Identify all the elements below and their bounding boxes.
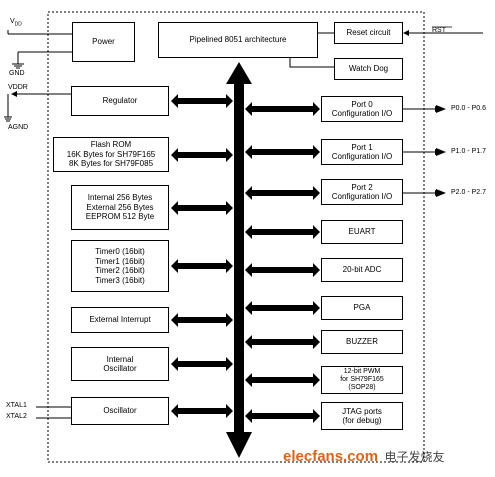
right-bus-arrow xyxy=(245,335,320,349)
chip-boundary xyxy=(47,11,425,463)
watermark-site: elecfans.com xyxy=(283,448,379,465)
right-bus-arrow xyxy=(245,373,320,387)
p2-label: P2.0 - P2.7 xyxy=(451,189,487,196)
p0-label: P0.0 - P0.6 xyxy=(451,105,487,112)
right-bus-arrow xyxy=(245,409,320,423)
oscillator-block: Oscillator xyxy=(71,397,169,425)
left-bus-arrow xyxy=(171,313,233,327)
main-bus-arrow xyxy=(226,62,252,458)
left-bus-arrow xyxy=(171,148,233,162)
vddr-label: VDDR xyxy=(8,84,28,91)
ram-block: Internal 256 Bytes External 256 Bytes EE… xyxy=(71,185,169,230)
left-bus-arrows xyxy=(171,94,233,418)
watermark-cn: 电子发烧友 xyxy=(384,450,445,464)
right-bus-arrow xyxy=(245,145,320,159)
jtag-block: JTAG ports (for debug) xyxy=(321,402,403,430)
right-bus-arrow xyxy=(245,263,320,277)
pga-block: PGA xyxy=(321,296,403,320)
port2-block: Port 2 Configuration I/O xyxy=(321,179,403,205)
left-bus-arrow xyxy=(171,94,233,108)
pwm-block: 12-bit PWM for SH79F165 (SOP28) xyxy=(321,366,403,394)
regulator-wires xyxy=(4,91,71,122)
vdd-label: VDD xyxy=(10,18,22,28)
right-bus-arrow xyxy=(245,225,320,239)
reset-circuit-block: Reset circuit xyxy=(334,22,403,44)
right-bus-arrows xyxy=(245,102,320,423)
regulator-block: Regulator xyxy=(71,86,169,116)
agnd-label: AGND xyxy=(8,124,29,131)
xtal1-label: XTAL1 xyxy=(6,402,27,409)
right-bus-arrow xyxy=(245,186,320,200)
timers-block: Timer0 (16bit) Timer1 (16bit) Timer2 (16… xyxy=(71,240,169,292)
left-bus-arrow xyxy=(171,259,233,273)
right-bus-arrow xyxy=(245,301,320,315)
left-bus-arrow xyxy=(171,357,233,371)
p1-label: P1.0 - P1.7 xyxy=(451,148,487,155)
flash-rom-block: Flash ROM 16K Bytes for SH79F165 8K Byte… xyxy=(53,137,169,172)
port1-block: Port 1 Configuration I/O xyxy=(321,139,403,165)
xtal2-label: XTAL2 xyxy=(6,413,27,420)
watchdog-block: Watch Dog xyxy=(334,58,403,80)
power-block: Power xyxy=(72,22,135,62)
watermark: elecfans.com 电子发烧友 xyxy=(283,448,445,466)
left-bus-arrow xyxy=(171,404,233,418)
rst-label: RST xyxy=(432,27,446,34)
left-bus-arrow xyxy=(171,201,233,215)
port0-block: Port 0 Configuration I/O xyxy=(321,96,403,122)
gnd-label: GND xyxy=(9,70,25,77)
external-interrupt-block: External Interrupt xyxy=(71,307,169,333)
right-bus-arrow xyxy=(245,102,320,116)
adc-block: 20-bit ADC xyxy=(321,258,403,282)
cpu-block: Pipelined 8051 architecture xyxy=(158,22,318,58)
buzzer-block: BUZZER xyxy=(321,330,403,354)
power-wires xyxy=(7,30,72,69)
euart-block: EUART xyxy=(321,220,403,244)
internal-oscillator-block: Internal Oscillator xyxy=(71,347,169,381)
